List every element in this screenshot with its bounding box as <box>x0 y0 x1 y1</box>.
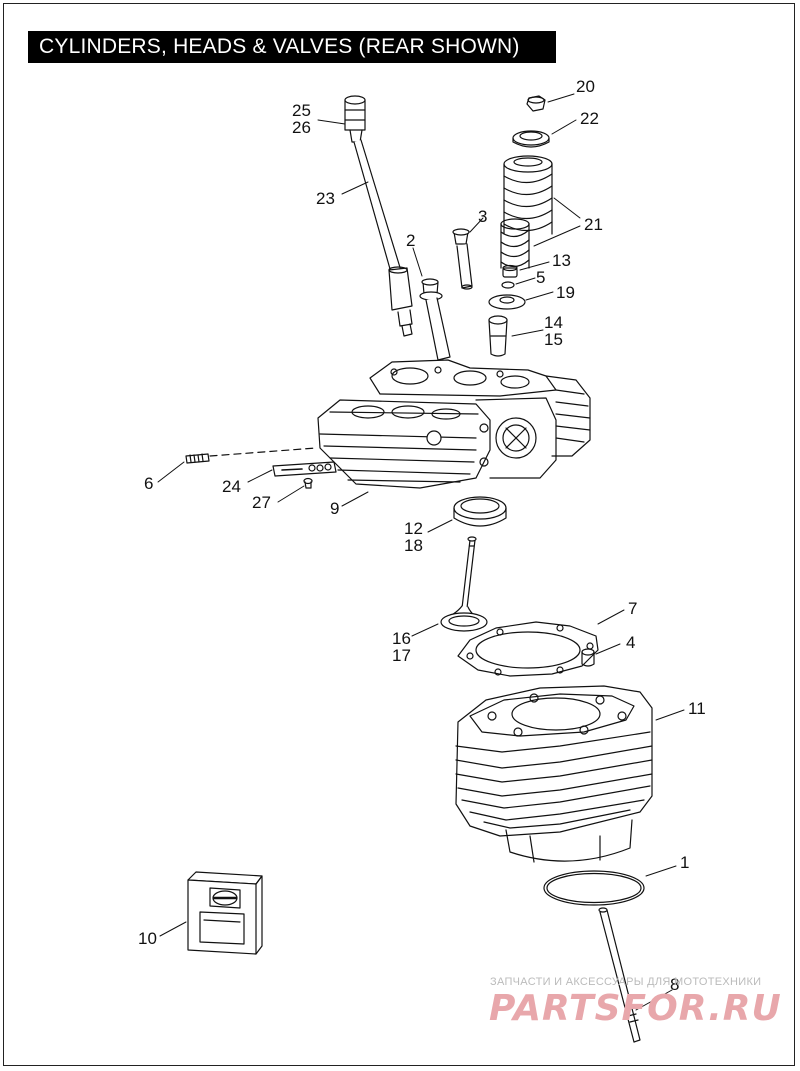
callout-7: 7 <box>628 599 637 618</box>
callout-labels: 20 22 21 3 2 13 5 19 14 15 25 26 23 6 24… <box>138 77 706 994</box>
callout-13: 13 <box>552 251 571 270</box>
watermark-tagline: ЗАПЧАСТИ И АКСЕССУАРЫ ДЛЯ МОТОТЕХНИКИ <box>490 976 762 988</box>
callout-8: 8 <box>670 975 679 994</box>
callout-18: 18 <box>404 536 423 555</box>
callout-4: 4 <box>626 633 635 652</box>
callout-14: 14 <box>544 313 563 332</box>
callout-5: 5 <box>536 268 545 287</box>
watermark-logo: PARTSFOR.RU <box>489 988 782 1029</box>
callout-10: 10 <box>138 929 157 948</box>
part-22-retainer <box>512 130 550 148</box>
page-title: CYLINDERS, HEADS & VALVES (REAR SHOWN) <box>28 31 556 63</box>
part-23-plug-wire <box>353 139 413 337</box>
part-2-tube <box>419 278 451 361</box>
callout-17: 17 <box>392 646 411 665</box>
callout-12: 12 <box>404 519 423 538</box>
part-25-plug-cap <box>344 95 366 143</box>
part-6-stud <box>185 447 317 464</box>
callout-1: 1 <box>680 853 689 872</box>
callout-6: 6 <box>144 474 153 493</box>
diagram-frame <box>3 3 795 1066</box>
part-3-tube <box>452 228 473 290</box>
callout-11: 11 <box>688 699 706 718</box>
part-24-plate <box>272 461 337 477</box>
part-14-valve-guide <box>488 315 508 357</box>
callout-23: 23 <box>316 189 335 208</box>
callout-2: 2 <box>406 231 415 250</box>
callout-20: 20 <box>576 77 595 96</box>
callout-25: 25 <box>292 101 311 120</box>
part-10-gasket-kit <box>187 871 263 955</box>
part-8-stud <box>598 907 641 1043</box>
callout-22: 22 <box>580 109 599 128</box>
callout-21: 21 <box>584 215 603 234</box>
part-19-spring-seat <box>488 294 526 310</box>
callout-27: 27 <box>252 493 271 512</box>
part-7-head-gasket <box>457 621 599 677</box>
callout-16: 16 <box>392 629 411 648</box>
part-13-valve-seal <box>502 264 518 278</box>
part-4-dowel <box>581 648 595 667</box>
part-27-screw <box>303 477 313 489</box>
callout-24: 24 <box>222 477 241 496</box>
callout-15: 15 <box>544 330 563 349</box>
part-20-nut <box>526 95 546 112</box>
callout-9: 9 <box>330 499 339 518</box>
part-16-valve <box>440 536 488 632</box>
callout-3: 3 <box>478 207 487 226</box>
part-11-cylinder <box>455 685 653 863</box>
leader-lines <box>157 93 685 1011</box>
part-9-cylinder-head <box>317 359 591 489</box>
callout-19: 19 <box>556 283 575 302</box>
part-21-inner-spring <box>500 218 530 269</box>
part-12-valve-seat <box>453 496 507 527</box>
part-5-ring <box>501 281 515 289</box>
callout-26: 26 <box>292 118 311 137</box>
part-1-o-ring <box>543 870 645 906</box>
